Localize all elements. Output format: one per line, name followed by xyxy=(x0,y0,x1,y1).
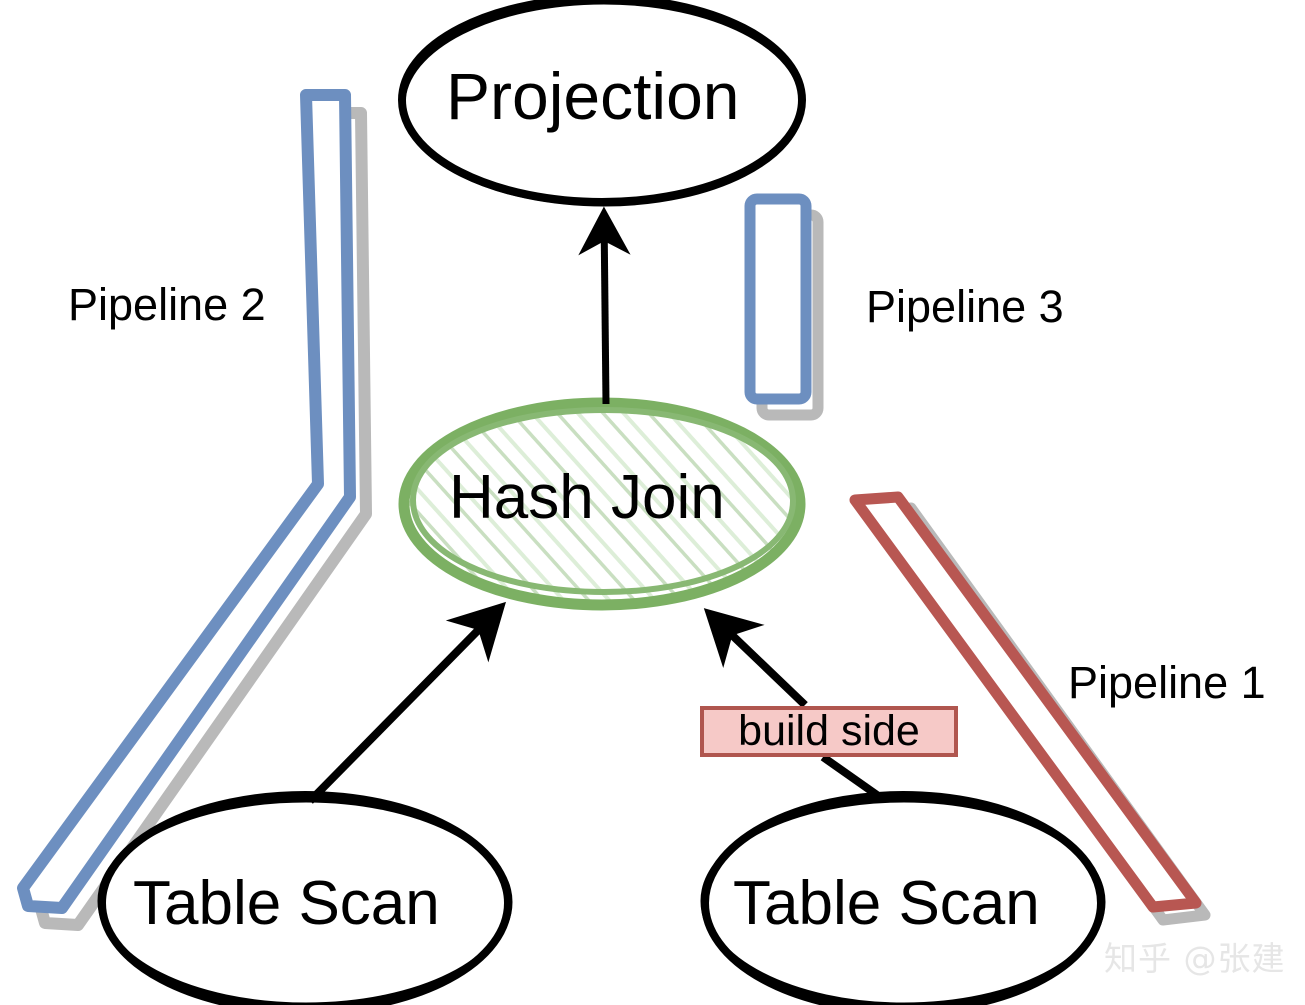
edge-hashjoin-to-projection-line xyxy=(578,206,631,405)
pipeline-2-body xyxy=(17,89,356,914)
node-hash-join[interactable] xyxy=(398,397,806,611)
build-side-badge-label: build side xyxy=(738,707,920,755)
node-projection[interactable] xyxy=(398,0,806,207)
edge-tablescan-left-to-hashjoin xyxy=(307,601,506,804)
edge-tablescan-right-segment-lower xyxy=(820,753,880,799)
pipeline-label-2[interactable]: Pipeline 2 xyxy=(68,279,266,330)
hash-join-ellipse-outer xyxy=(398,397,806,611)
edge-tablescan-right-segment-upper xyxy=(703,608,808,708)
projection-ellipse-sketch xyxy=(400,0,805,207)
pipeline-label-1[interactable]: Pipeline 1 xyxy=(1068,657,1266,708)
pipeline-3-shape[interactable] xyxy=(744,193,824,421)
pipeline-1-body xyxy=(849,491,1202,913)
node-table-scan-right[interactable] xyxy=(700,791,1106,1005)
hash-join-ellipse-sketch xyxy=(409,406,797,596)
edge-tablescan-left-to-hashjoin-line xyxy=(307,601,506,804)
watermark-text: 知乎 @张建 xyxy=(1104,939,1286,978)
build-side-badge[interactable]: build side xyxy=(700,706,958,757)
pipeline-label-3[interactable]: Pipeline 3 xyxy=(866,281,1064,332)
pipeline-3-body xyxy=(744,193,812,405)
node-table-scan-left[interactable] xyxy=(97,791,513,1005)
table-scan-left-ellipse-sketch xyxy=(97,797,513,1005)
edge-tablescan-right-to-hashjoin xyxy=(703,608,880,799)
edge-hashjoin-to-projection xyxy=(578,206,631,405)
pipeline-2-shape[interactable] xyxy=(17,89,372,931)
hash-join-hatch-fill xyxy=(405,404,799,604)
pipeline-1-shape[interactable] xyxy=(849,491,1211,926)
table-scan-right-ellipse-sketch xyxy=(700,797,1106,1005)
